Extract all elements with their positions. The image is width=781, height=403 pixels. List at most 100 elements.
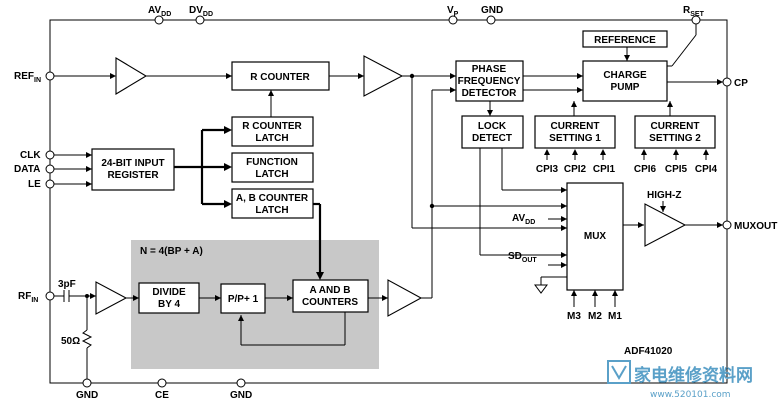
gnd-bm-label: GND	[230, 390, 252, 401]
avdd-sub: DD	[161, 11, 171, 18]
svg-text:AVDD: AVDD	[148, 5, 171, 18]
le-pin	[45, 179, 55, 189]
current-setting-2-line1: CURRENT	[651, 121, 700, 132]
vp-label: V	[447, 5, 454, 16]
r-counter-latch-line1: R COUNTER	[242, 121, 302, 132]
function-latch-line1: FUNCTION	[246, 157, 298, 168]
prescaler-pp1-label: P/P+ 1	[228, 294, 259, 305]
ce-pin	[157, 378, 167, 388]
cpi3-label: CPI3	[536, 164, 559, 175]
m2-label: M2	[588, 311, 602, 322]
rfin-pin	[45, 291, 55, 301]
r-counter-latch-block	[231, 116, 314, 147]
res-label: 50Ω	[61, 336, 80, 347]
current-setting-1-line1: CURRENT	[551, 121, 600, 132]
watermark-url: www.520101.com	[650, 390, 731, 400]
ce-label: CE	[155, 390, 169, 401]
r-counter-latch-line2: LATCH	[255, 133, 288, 144]
ref-amp	[363, 55, 404, 97]
cap-label: 3pF	[58, 279, 76, 290]
charge-pump-line2: PUMP	[611, 82, 640, 93]
svg-text:VP: VP	[447, 5, 459, 18]
current-setting-2-line2: SETTING 2	[649, 133, 701, 144]
charge-pump-block	[582, 60, 668, 102]
input-register-block	[91, 148, 175, 191]
watermark: 家电维修资料网 www.520101.com	[607, 360, 753, 400]
refin-label: REF	[14, 71, 34, 82]
lock-detect-block	[461, 115, 524, 149]
gnd-top-pin	[486, 15, 496, 25]
sdout-sub: OUT	[522, 257, 538, 264]
svg-text:RFIN: RFIN	[18, 291, 38, 304]
clk-label: CLK	[20, 150, 41, 161]
refin-pin	[45, 71, 55, 81]
charge-pump-line1: CHARGE	[603, 70, 647, 81]
rfin-label: RF	[18, 291, 31, 302]
mux-label: MUX	[584, 231, 607, 242]
divide-by-4-block	[138, 282, 200, 314]
cpi6-label: CPI6	[634, 164, 657, 175]
watermark-text: 家电维修资料网	[634, 365, 753, 386]
muxout-label: MUXOUT	[734, 221, 777, 232]
ab-counter-latch-line1: A, B COUNTER	[236, 193, 309, 204]
ab-counters-line2: COUNTERS	[302, 297, 358, 308]
m1-label: M1	[608, 311, 622, 322]
ab-counter-latch-block	[231, 188, 314, 219]
current-setting-2-block	[634, 115, 716, 149]
reference-label: REFERENCE	[594, 35, 656, 46]
lock-detect-line1: LOCK	[478, 121, 507, 132]
gnd-bm-pin	[236, 378, 246, 388]
watermark-logo	[607, 360, 631, 384]
cpi1-label: CPI1	[593, 164, 616, 175]
current-setting-1-block	[534, 115, 616, 149]
reference-block	[582, 30, 668, 48]
cpi5-label: CPI5	[665, 164, 688, 175]
prescaler-pp1-block	[220, 283, 266, 314]
cpi4-label: CPI4	[695, 164, 718, 175]
svg-text:DVDD: DVDD	[189, 5, 213, 18]
rset-label: R	[683, 5, 691, 16]
data-label: DATA	[14, 164, 40, 175]
svg-text:RSET: RSET	[683, 5, 705, 18]
ref-buffer-amp	[115, 57, 148, 95]
n-equation: N = 4(BP + A)	[140, 246, 203, 257]
avdd-label: AV	[148, 5, 161, 16]
gnd-bl-pin	[82, 378, 92, 388]
cp-label: CP	[734, 78, 748, 89]
gnd-bl-label: GND	[76, 390, 98, 401]
pfd-block	[455, 60, 524, 102]
muxout-amp	[644, 203, 687, 247]
function-latch-block	[231, 152, 314, 183]
le-label: LE	[28, 179, 41, 190]
input-register-line2: REGISTER	[107, 170, 159, 181]
cpi2-label: CPI2	[564, 164, 587, 175]
divide-by-4-line2: BY 4	[158, 299, 180, 310]
pfd-line2: FREQUENCY	[458, 76, 521, 87]
part-number: ADF41020	[624, 346, 673, 357]
dvdd-pin	[195, 15, 205, 25]
svg-text:SDOUT: SDOUT	[508, 251, 537, 264]
dvdd-sub: DD	[203, 11, 213, 18]
r-counter-label: R COUNTER	[250, 72, 310, 83]
refin-sub: IN	[34, 77, 41, 84]
vp-pin	[448, 15, 458, 25]
ab-counters-line1: A AND B	[310, 285, 351, 296]
function-latch-line2: LATCH	[255, 169, 288, 180]
cp-pin	[722, 77, 732, 87]
rset-sub: SET	[690, 11, 704, 18]
mux-avdd-label: AV	[512, 213, 525, 224]
rfin-sub: IN	[31, 297, 38, 304]
lock-detect-line2: DETECT	[472, 133, 512, 144]
r-counter-block	[231, 61, 330, 91]
current-setting-1-line2: SETTING 1	[549, 133, 601, 144]
pfd-line3: DETECTOR	[462, 88, 518, 99]
svg-text:REFIN: REFIN	[14, 71, 41, 84]
clk-pin	[45, 150, 55, 160]
svg-text:AVDD: AVDD	[512, 213, 535, 226]
mux-block	[566, 182, 624, 291]
sdout-label: SD	[508, 251, 522, 262]
rf-output-amp	[387, 279, 423, 317]
high-z-label: HIGH-Z	[647, 190, 681, 201]
mux-avdd-sub: DD	[525, 219, 535, 226]
